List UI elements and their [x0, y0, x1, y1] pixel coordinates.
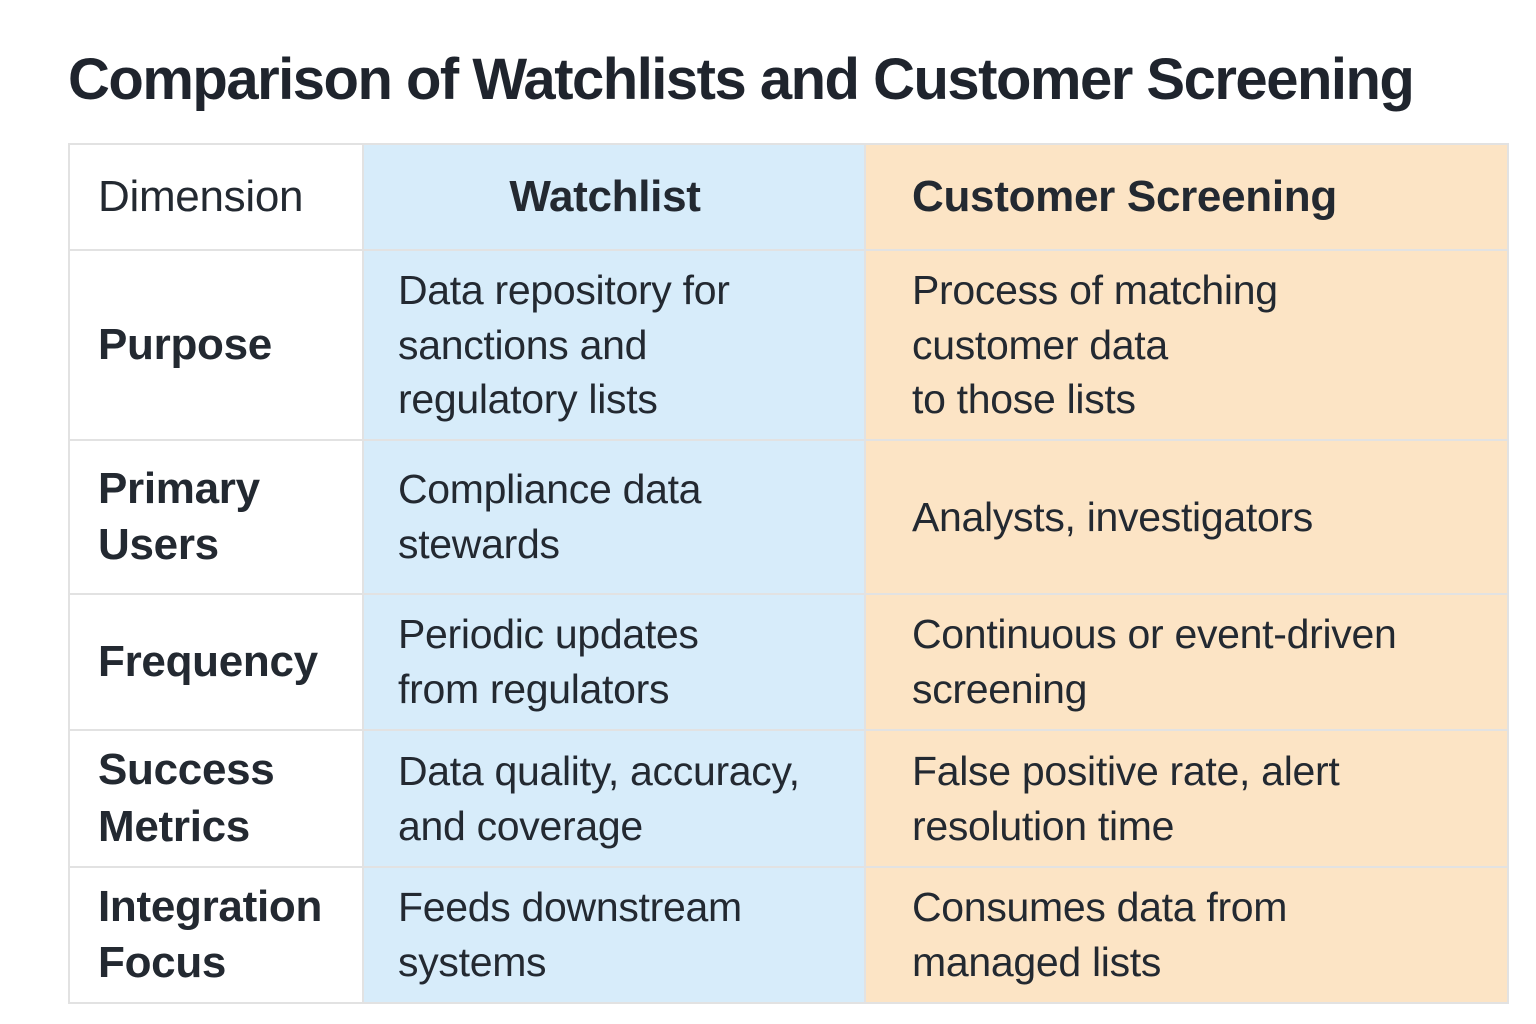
column-header-dimension: Dimension: [68, 143, 364, 251]
header-row: Dimension Watchlist Customer Screening: [68, 143, 1509, 251]
cell-integration-focus-screening: Consumes data from managed lists: [864, 866, 1509, 1004]
cell-success-metrics-watchlist: Data quality, accuracy, and coverage: [362, 729, 866, 868]
table-row: Success Metrics Data quality, accuracy, …: [68, 729, 1509, 868]
cell-success-metrics-screening: False positive rate, alert resolution ti…: [864, 729, 1509, 868]
row-label-integration-focus: Integration Focus: [68, 866, 364, 1004]
cell-integration-focus-watchlist: Feeds downstream systems: [362, 866, 866, 1004]
column-header-customer-screening: Customer Screening: [864, 143, 1509, 251]
cell-primary-users-watchlist: Compliance data stewards: [362, 439, 866, 595]
table-row: Integration Focus Feeds downstream syste…: [68, 866, 1509, 1004]
cell-purpose-screening: Process of matching customer data to tho…: [864, 249, 1509, 441]
cell-frequency-watchlist: Periodic updates from regulators: [362, 593, 866, 731]
page-title: Comparison of Watchlists and Customer Sc…: [68, 47, 1415, 112]
row-label-frequency: Frequency: [68, 593, 364, 731]
table-row: Frequency Periodic updates from regulato…: [68, 593, 1509, 731]
cell-primary-users-screening: Analysts, investigators: [864, 439, 1509, 595]
cell-frequency-screening: Continuous or event-driven screening: [864, 593, 1509, 731]
cell-purpose-watchlist: Data repository for sanctions and regula…: [362, 249, 866, 441]
table-row: Primary Users Compliance data stewards A…: [68, 439, 1509, 595]
row-label-primary-users: Primary Users: [68, 439, 364, 595]
column-header-watchlist: Watchlist: [362, 143, 866, 251]
comparison-table: Dimension Watchlist Customer Screening P…: [68, 143, 1509, 1004]
row-label-success-metrics: Success Metrics: [68, 729, 364, 868]
row-label-purpose: Purpose: [68, 249, 364, 441]
table-row: Purpose Data repository for sanctions an…: [68, 249, 1509, 441]
